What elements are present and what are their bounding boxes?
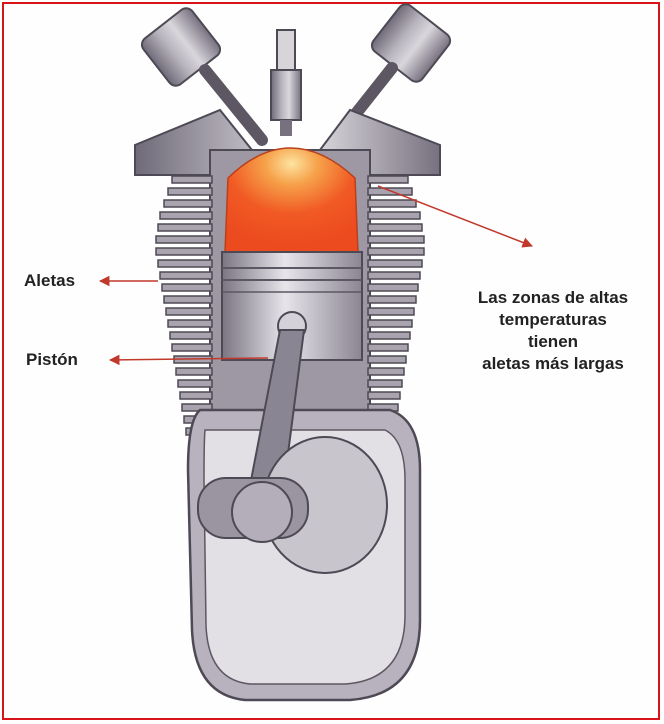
note-line: temperaturas	[446, 309, 660, 331]
aletas-label: Aletas	[24, 271, 75, 291]
high-temperature-note: Las zonas de altas temperaturas tienen a…	[446, 287, 660, 375]
spark-plug	[271, 30, 301, 136]
crank-pin	[232, 482, 292, 542]
piston-label: Pistón	[26, 350, 78, 370]
cooling-fins-right	[368, 176, 424, 435]
cooling-fins-left	[156, 176, 212, 435]
note-line: aletas más largas	[446, 353, 660, 375]
combustion-chamber	[225, 148, 358, 252]
note-line: tienen	[446, 331, 660, 353]
note-line: Las zonas de altas	[446, 287, 660, 309]
